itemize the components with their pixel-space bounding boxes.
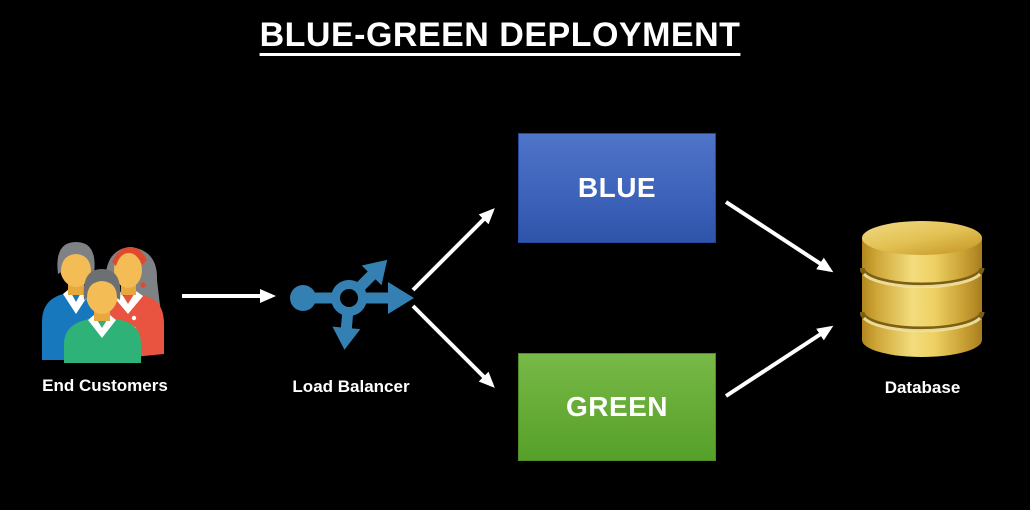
diagram-title: BLUE-GREEN DEPLOYMENT [259, 16, 741, 54]
database-cylinder-icon [859, 221, 985, 357]
load-balancer-icon [289, 259, 414, 350]
database-label: Database [884, 378, 961, 397]
database-node: Database [845, 218, 1000, 398]
arrow-green-to-database [724, 325, 834, 398]
blue-environment-box: BLUE [518, 133, 716, 243]
arrow-loadbalancer-to-green [411, 304, 495, 388]
green-environment-box: GREEN [518, 353, 716, 461]
end-customers-node: End Customers [30, 238, 180, 396]
user-front [64, 269, 141, 363]
load-balancer-label: Load Balancer [292, 377, 410, 396]
users-group-icon [42, 242, 164, 363]
load-balancer-node: Load Balancer [276, 240, 426, 397]
arrow-loadbalancer-to-blue [411, 208, 495, 292]
green-environment-label: GREEN [565, 391, 669, 422]
blue-environment-label: BLUE [577, 172, 657, 203]
end-customers-label: End Customers [42, 376, 168, 395]
arrow-blue-to-database [724, 200, 834, 273]
